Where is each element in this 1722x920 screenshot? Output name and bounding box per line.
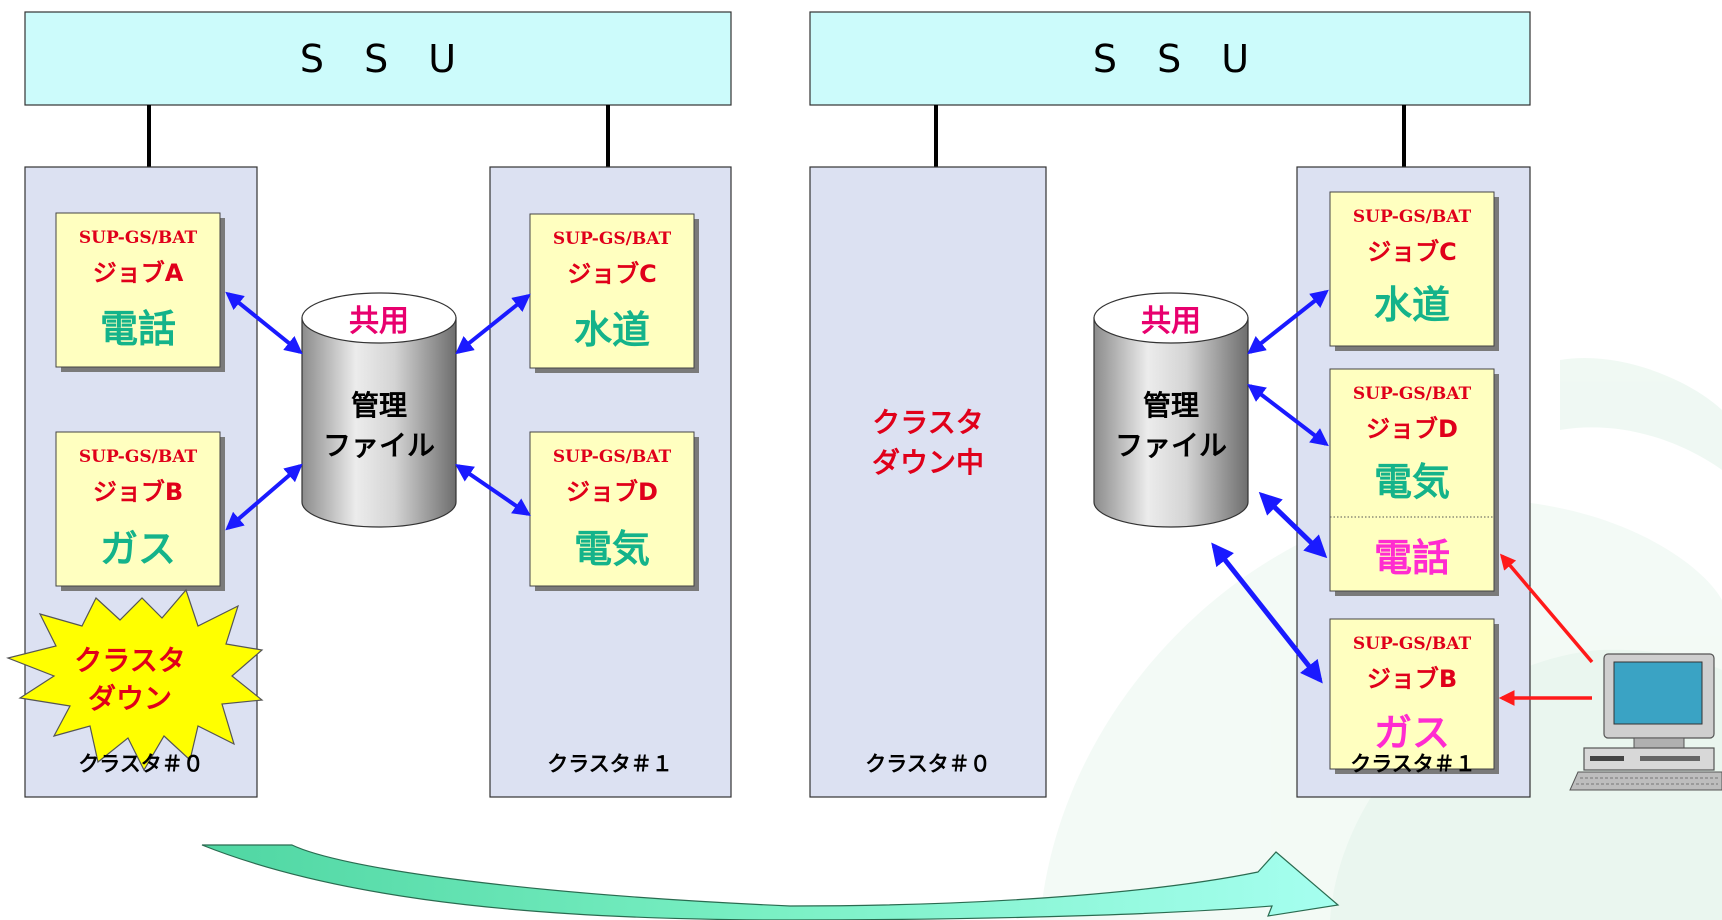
left-diagram: S S U SUP-GS/BAT ジョブA 電話 SUP-GS/BAT ジョブB… <box>6 11 732 798</box>
cluster-0-label-left: クラスタ＃０ <box>78 752 204 776</box>
management-file-cylinder-right: 共用 管理 ファイル <box>1093 292 1249 528</box>
ssu-bar-right <box>809 11 1531 106</box>
management-file-label: 管理 <box>1143 389 1199 422</box>
access-arrow <box>225 463 303 531</box>
job-c-sup: SUP-GS/BAT <box>553 229 672 249</box>
cluster-down-text: ダウン <box>88 682 172 715</box>
cluster-down-status: クラスタ <box>872 406 983 439</box>
job-d-box: SUP-GS/BAT ジョブD 電気 <box>529 431 699 591</box>
job-c-sup: SUP-GS/BAT <box>1353 207 1472 227</box>
cluster-0-panel-right <box>809 166 1047 798</box>
job-a-label: ジョブA <box>93 259 184 287</box>
ssu-bar-left <box>24 11 732 106</box>
job-d-label: ジョブD <box>1366 415 1458 443</box>
cluster-0-label-right: クラスタ＃０ <box>865 752 991 776</box>
job-b-service: ガス <box>1374 711 1450 755</box>
management-file-cylinder-left: 共用 管理 ファイル <box>301 292 457 528</box>
job-c-box-right: SUP-GS/BAT ジョブC 水道 <box>1329 191 1499 351</box>
job-a-service: 電話 <box>100 307 176 351</box>
job-b-box: SUP-GS/BAT ジョブB ガス <box>55 431 225 591</box>
job-a-box: SUP-GS/BAT ジョブA 電話 <box>55 212 225 372</box>
job-d-takeover-service: 電話 <box>1374 536 1450 580</box>
right-diagram: S S U クラスタ ダウン中 SUP-GS/BAT ジョブC 水道 SUP-G… <box>809 11 1722 798</box>
management-file-label: ファイル <box>1115 429 1227 462</box>
shared-label: 共用 <box>349 304 409 339</box>
cluster-1-label-left: クラスタ＃１ <box>547 752 673 776</box>
access-arrow <box>1247 289 1329 355</box>
job-d-sup: SUP-GS/BAT <box>1353 384 1472 404</box>
management-file-label: ファイル <box>323 429 435 462</box>
ssu-label-right: S S U <box>1093 37 1263 81</box>
job-d-box-right: SUP-GS/BAT ジョブD 電気 電話 <box>1329 368 1499 596</box>
management-file-label: 管理 <box>351 389 407 422</box>
access-arrow <box>455 463 531 517</box>
transition-arrow <box>201 844 1340 920</box>
job-d-sup: SUP-GS/BAT <box>553 447 672 467</box>
cluster-down-status: ダウン中 <box>872 446 984 479</box>
job-c-label: ジョブC <box>1367 238 1457 266</box>
job-b-service: ガス <box>100 527 176 571</box>
job-c-service: 水道 <box>1374 283 1450 327</box>
job-d-label: ジョブD <box>566 478 658 506</box>
access-arrow <box>1211 542 1323 684</box>
cluster-1-label-right: クラスタ＃１ <box>1350 752 1476 776</box>
job-c-label: ジョブC <box>567 260 657 288</box>
access-arrow <box>225 291 303 355</box>
job-b-box-right: SUP-GS/BAT ジョブB ガス <box>1329 618 1499 774</box>
job-b-sup: SUP-GS/BAT <box>79 447 198 467</box>
computer-terminal-icon <box>1569 653 1722 791</box>
access-arrow <box>1247 383 1329 447</box>
job-a-sup: SUP-GS/BAT <box>79 228 198 248</box>
access-arrow <box>455 293 531 355</box>
job-b-label: ジョブB <box>1367 665 1457 693</box>
job-b-label: ジョブB <box>93 478 183 506</box>
cluster-down-text: クラスタ <box>74 644 185 677</box>
terminal-access-arrow <box>1499 553 1594 664</box>
job-d-service: 電気 <box>574 527 650 571</box>
job-b-sup: SUP-GS/BAT <box>1353 634 1472 654</box>
job-c-box: SUP-GS/BAT ジョブC 水道 <box>529 213 699 373</box>
job-c-service: 水道 <box>574 308 650 352</box>
ssu-label-left: S S U <box>300 37 470 81</box>
job-d-service: 電気 <box>1374 460 1450 504</box>
shared-label: 共用 <box>1141 304 1201 339</box>
cluster-down-burst: クラスタ ダウン <box>6 588 264 772</box>
